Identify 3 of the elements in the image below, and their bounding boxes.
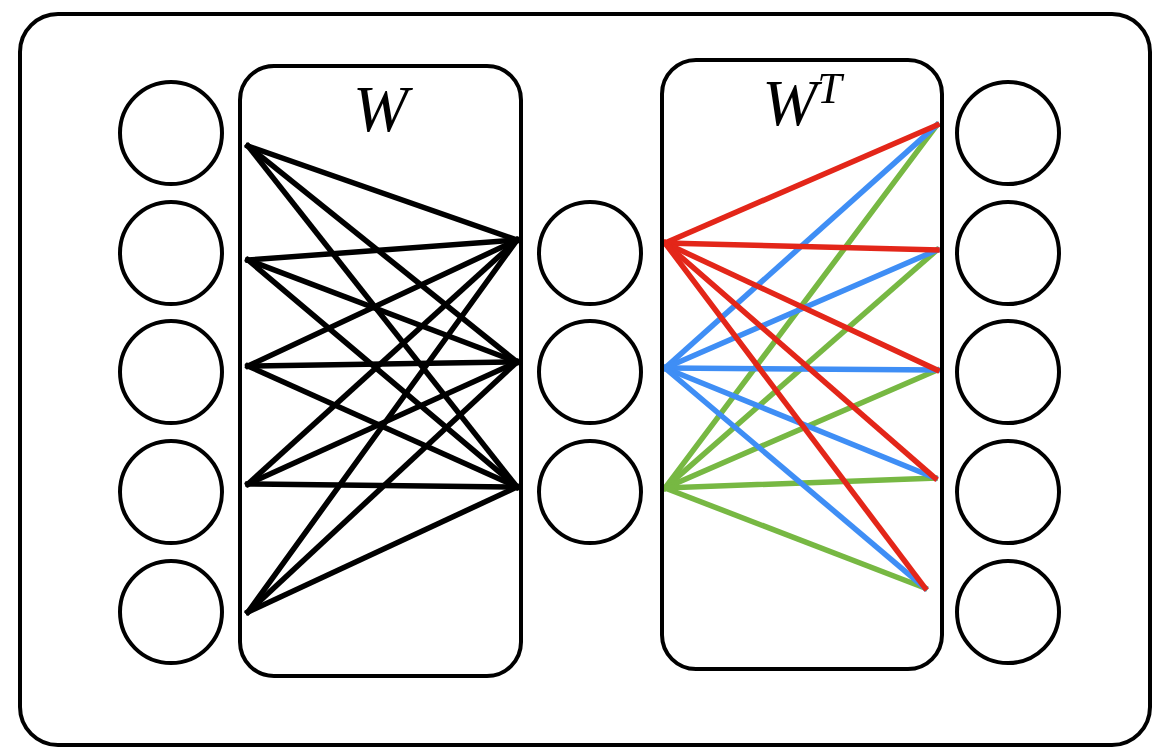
matrix-label: W$^{T}$ — [664, 70, 940, 136]
matrix-label: W — [242, 76, 519, 142]
outer-frame — [18, 12, 1152, 747]
